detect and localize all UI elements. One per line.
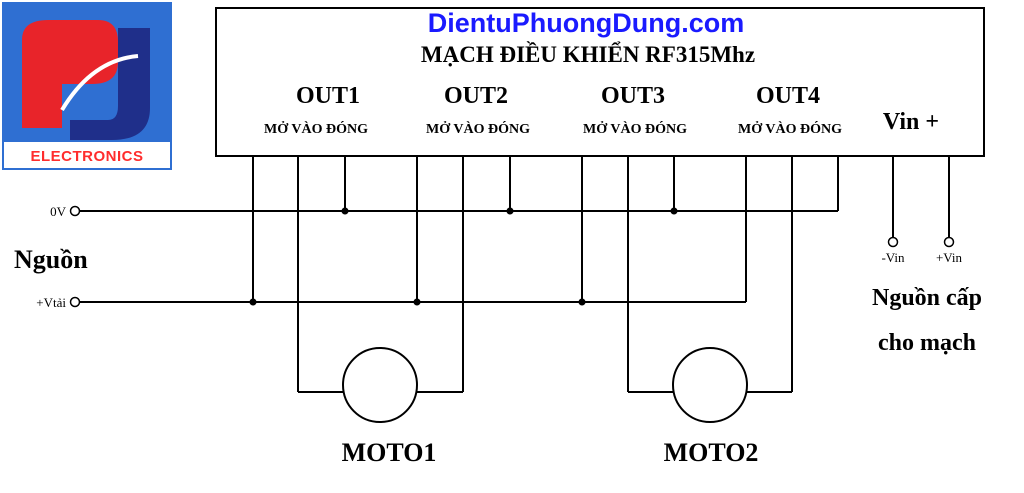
rf-module-box: [215, 7, 985, 157]
out4-terminals: MỞ VÀO ĐÓNG: [738, 120, 842, 137]
minus-vin-terminal: [887, 236, 899, 248]
out2-label: OUT2: [444, 83, 508, 109]
rail-vload-label: +Vtải: [36, 295, 66, 310]
junction-dot: [341, 207, 349, 215]
junction-dot: [578, 298, 586, 306]
motor1-label: MOTO1: [342, 438, 437, 467]
motor-1: MOTO1: [298, 347, 463, 467]
out1-terminals: MỞ VÀO ĐÓNG: [264, 120, 368, 137]
plus-vin-label: +Vin: [936, 250, 963, 265]
circuit-supply-caption-2: cho mạch: [878, 330, 976, 356]
out3-terminals: MỞ VÀO ĐÓNG: [583, 120, 687, 137]
out3-label: OUT3: [601, 83, 665, 109]
logo-swoosh: [60, 54, 139, 112]
company-logo: ELECTRONICS: [2, 2, 172, 170]
motor1-symbol: [342, 347, 418, 423]
motor2-label: MOTO2: [664, 438, 759, 467]
out2-terminals: MỞ VÀO ĐÓNG: [426, 120, 530, 137]
motor2-symbol: [672, 347, 748, 423]
module-title: MẠCH ĐIỀU KHIỂN RF315Mhz: [421, 41, 755, 67]
junction-dot: [670, 207, 678, 215]
motor-2: MOTO2: [628, 347, 792, 467]
rail-0v-terminal: [69, 205, 81, 217]
minus-vin-label: -Vin: [881, 250, 905, 265]
out4-label: OUT4: [756, 83, 820, 109]
out1-label: OUT1: [296, 83, 360, 109]
supply-title: Nguồn: [14, 245, 88, 274]
plus-vin-terminal: [943, 236, 955, 248]
relay-wiring: [249, 156, 839, 392]
logo-text: ELECTRONICS: [30, 148, 143, 165]
circuit-supply: -Vin +Vin Nguồn cấp cho mạch: [872, 156, 982, 356]
supply-rails: 0V +Vtải Nguồn: [14, 204, 838, 310]
junction-dot: [413, 298, 421, 306]
junction-dot: [506, 207, 514, 215]
rail-0v-label: 0V: [50, 204, 67, 219]
logo-text-panel: [4, 142, 170, 168]
site-name: DientuPhuongDung.com: [428, 8, 744, 38]
vin-label: Vin +: [883, 109, 939, 135]
junction-dot: [249, 298, 257, 306]
logo-letter-p: [22, 20, 118, 128]
rail-vload-terminal: [69, 296, 81, 308]
circuit-supply-caption-1: Nguồn cấp: [872, 285, 982, 311]
